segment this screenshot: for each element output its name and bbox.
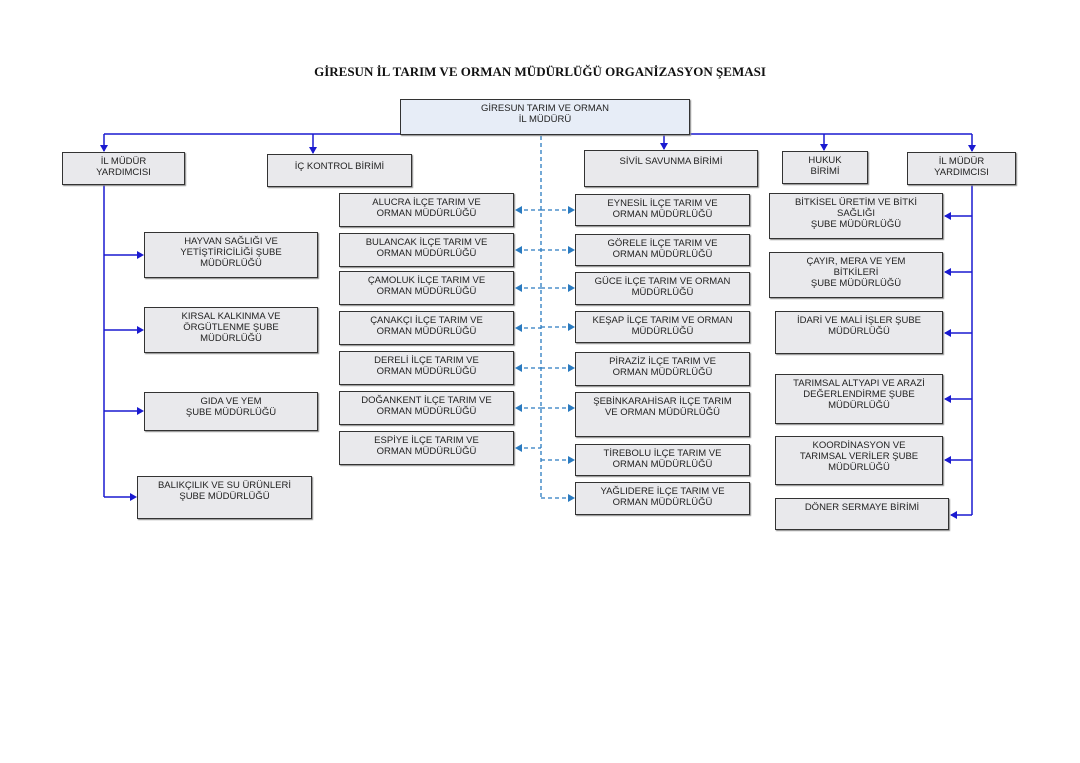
arrowhead-icon (130, 493, 137, 501)
arrowhead-icon (944, 212, 951, 220)
district-office-box: ÇANAKÇI İLÇE TARIM VE ORMAN MÜDÜRLÜĞÜ (339, 311, 514, 345)
district-office-box: KEŞAP İLÇE TARIM VE ORMAN MÜDÜRLÜĞÜ (575, 311, 750, 343)
district-office-box: DOĞANKENT İLÇE TARIM VE ORMAN MÜDÜRLÜĞÜ (339, 391, 514, 425)
left-branch-box: BALIKÇILIK VE SU ÜRÜNLERİ ŞUBE MÜDÜRLÜĞÜ (137, 476, 312, 519)
legal-unit-box: HUKUK BİRİMİ (782, 151, 868, 184)
arrowhead-icon (568, 284, 575, 292)
district-office-box: ŞEBİNKARAHİSAR İLÇE TARIM VE ORMAN MÜDÜR… (575, 392, 750, 437)
right-branch-box: ÇAYIR, MERA VE YEM BİTKİLERİ ŞUBE MÜDÜRL… (769, 252, 943, 298)
district-office-box: YAĞLIDERE İLÇE TARIM VE ORMAN MÜDÜRLÜĞÜ (575, 482, 750, 515)
arrowhead-icon (568, 404, 575, 412)
civil-defense-box: SİVİL SAVUNMA BİRİMİ (584, 150, 758, 187)
district-office-box: EYNESİL İLÇE TARIM VE ORMAN MÜDÜRLÜĞÜ (575, 194, 750, 226)
arrowhead-icon (660, 143, 668, 150)
arrowhead-icon (568, 323, 575, 331)
left-branch-box: HAYVAN SAĞLIĞI VE YETİŞTİRİCİLİĞİ ŞUBE M… (144, 232, 318, 278)
arrowhead-icon (515, 246, 522, 254)
district-office-box: GÜCE İLÇE TARIM VE ORMAN MÜDÜRLÜĞÜ (575, 272, 750, 305)
arrowhead-icon (568, 456, 575, 464)
district-office-box: TİREBOLU İLÇE TARIM VE ORMAN MÜDÜRLÜĞÜ (575, 444, 750, 476)
internal-control-box: İÇ KONTROL BİRİMİ (267, 154, 412, 187)
arrowhead-icon (944, 268, 951, 276)
left-branch-box: KIRSAL KALKINMA VE ÖRGÜTLENME ŞUBE MÜDÜR… (144, 307, 318, 353)
arrowhead-icon (820, 144, 828, 151)
right-branch-box: TARIMSAL ALTYAPI VE ARAZİ DEĞERLENDİRME … (775, 374, 943, 424)
right-branch-box: İDARİ VE MALİ İŞLER ŞUBE MÜDÜRLÜĞÜ (775, 311, 943, 354)
arrowhead-icon (137, 251, 144, 259)
right-deputy-box: İL MÜDÜR YARDIMCISI (907, 152, 1016, 185)
arrowhead-icon (568, 364, 575, 372)
district-office-box: ÇAMOLUK İLÇE TARIM VE ORMAN MÜDÜRLÜĞÜ (339, 271, 514, 305)
left-deputy-box: İL MÜDÜR YARDIMCISI (62, 152, 185, 185)
arrowhead-icon (944, 456, 951, 464)
page-title: GİRESUN İL TARIM VE ORMAN MÜDÜRLÜĞÜ ORGA… (314, 64, 766, 79)
arrowhead-icon (515, 364, 522, 372)
left-branch-box: GIDA VE YEM ŞUBE MÜDÜRLÜĞÜ (144, 392, 318, 431)
district-office-box: ESPİYE İLÇE TARIM VE ORMAN MÜDÜRLÜĞÜ (339, 431, 514, 465)
district-office-box: BULANCAK İLÇE TARIM VE ORMAN MÜDÜRLÜĞÜ (339, 233, 514, 267)
arrowhead-icon (568, 494, 575, 502)
district-office-box: DERELİ İLÇE TARIM VE ORMAN MÜDÜRLÜĞÜ (339, 351, 514, 385)
arrowhead-icon (309, 147, 317, 154)
arrowhead-icon (944, 329, 951, 337)
arrowhead-icon (100, 145, 108, 152)
right-branch-box: KOORDİNASYON VE TARIMSAL VERİLER ŞUBE MÜ… (775, 436, 943, 485)
arrowhead-icon (515, 324, 522, 332)
arrowhead-icon (137, 326, 144, 334)
arrowhead-icon (950, 511, 957, 519)
arrowhead-icon (137, 407, 144, 415)
right-branch-box: DÖNER SERMAYE BİRİMİ (775, 498, 949, 530)
arrowhead-icon (568, 246, 575, 254)
arrowhead-icon (515, 284, 522, 292)
arrowhead-icon (515, 404, 522, 412)
arrowhead-icon (944, 395, 951, 403)
provincial-director-box: GİRESUN TARIM VE ORMAN İL MÜDÜRÜ (400, 99, 690, 135)
right-branch-box: BİTKİSEL ÜRETİM VE BİTKİ SAĞLIĞI ŞUBE MÜ… (769, 193, 943, 239)
arrowhead-icon (568, 206, 575, 214)
district-office-box: GÖRELE İLÇE TARIM VE ORMAN MÜDÜRLÜĞÜ (575, 234, 750, 266)
district-office-box: ALUCRA İLÇE TARIM VE ORMAN MÜDÜRLÜĞÜ (339, 193, 514, 227)
arrowhead-icon (968, 145, 976, 152)
arrowhead-icon (515, 444, 522, 452)
district-office-box: PİRAZİZ İLÇE TARIM VE ORMAN MÜDÜRLÜĞÜ (575, 352, 750, 386)
arrowhead-icon (515, 206, 522, 214)
